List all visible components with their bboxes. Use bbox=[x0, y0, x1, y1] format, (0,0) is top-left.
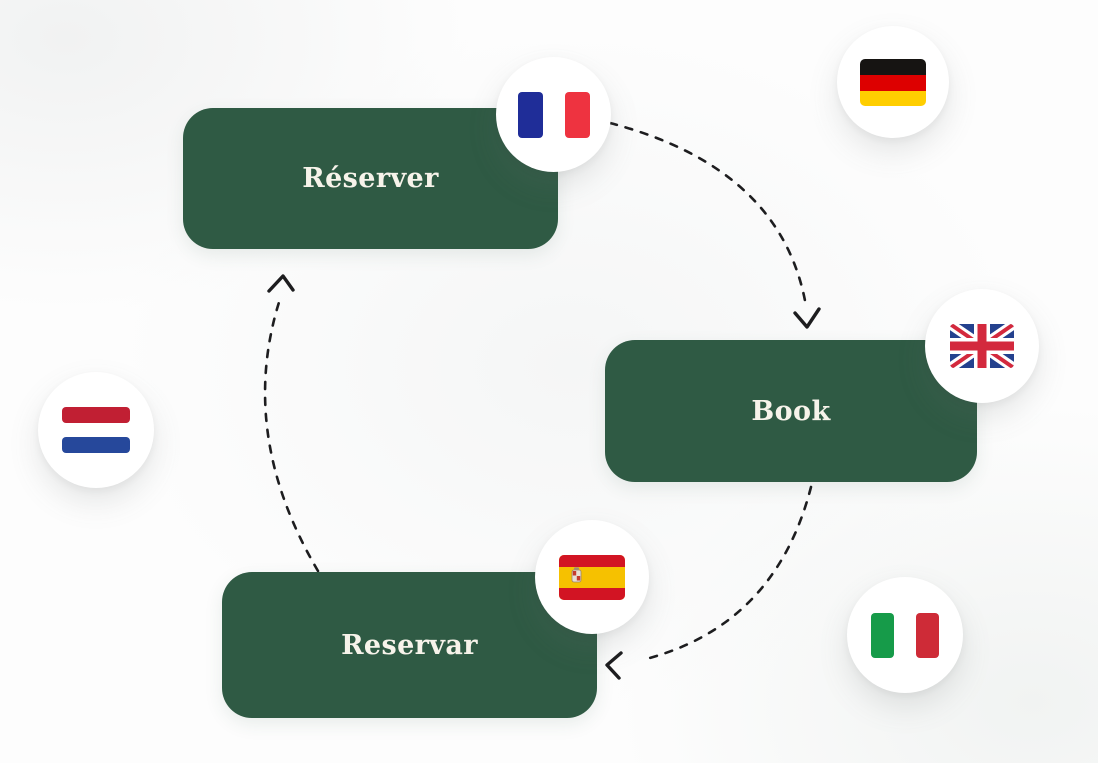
cycle-box-reservar: Reservar bbox=[222, 572, 597, 718]
cycle-box-reservar-label: Reservar bbox=[341, 629, 478, 661]
cycle-box-reserver-label: Réserver bbox=[302, 163, 439, 194]
cycle-box-book: Book bbox=[605, 340, 977, 482]
arrow-reserver-to-book bbox=[608, 121, 821, 329]
arrow-reservar-to-reserver bbox=[263, 274, 320, 573]
spain-coat-of-arms bbox=[571, 566, 582, 582]
cycle-box-reserver: Réserver bbox=[183, 108, 558, 249]
italian-flag-icon bbox=[847, 577, 963, 693]
french-flag-icon bbox=[496, 57, 611, 172]
spanish-flag-icon bbox=[535, 520, 649, 634]
german-flag-icon bbox=[837, 26, 949, 138]
uk-flag-icon bbox=[925, 289, 1039, 403]
cycle-box-book-label: Book bbox=[751, 395, 831, 427]
dutch-flag-icon bbox=[38, 372, 154, 488]
